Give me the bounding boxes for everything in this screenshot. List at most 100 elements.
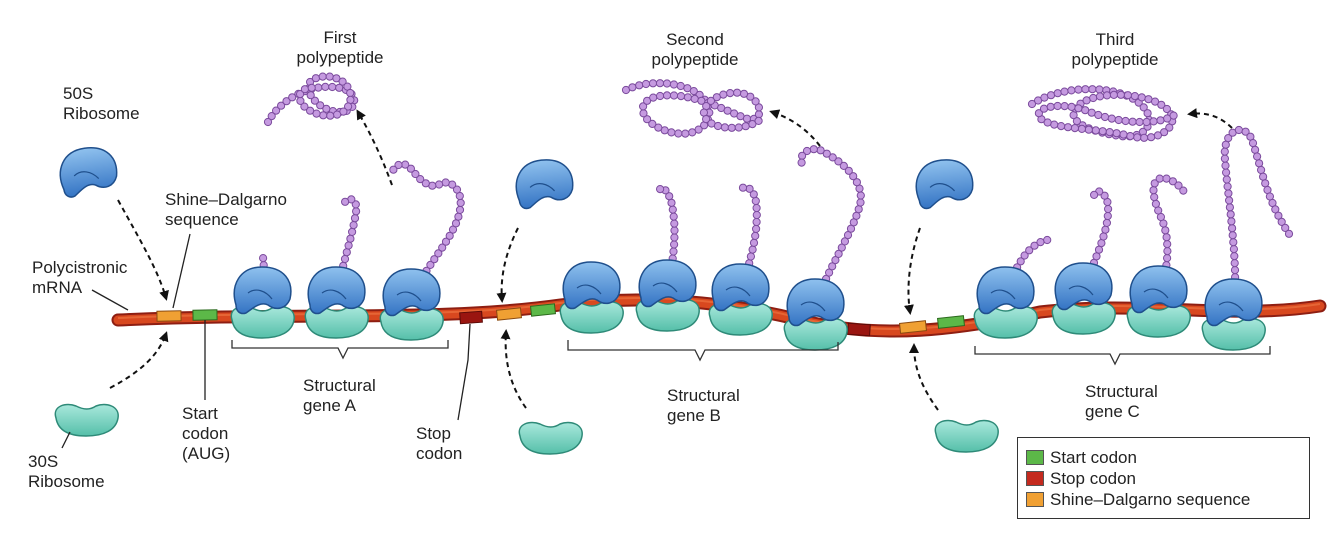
chain-c3-bead bbox=[1163, 254, 1172, 263]
tangle-first-bead bbox=[288, 93, 297, 102]
pointer-shine-dalgarno bbox=[172, 233, 191, 309]
start-codon-segment-b bbox=[529, 303, 557, 317]
ribosome-a3 bbox=[379, 268, 444, 341]
chain-c3-bead bbox=[1161, 226, 1170, 235]
tangle-third-bead bbox=[1084, 125, 1093, 134]
chain-c3-bead bbox=[1151, 199, 1161, 208]
tangle-first-bead bbox=[311, 74, 320, 83]
tangle-third-bead bbox=[1137, 93, 1146, 102]
tangle-second-bead bbox=[720, 123, 730, 132]
legend-swatch-shine-dalgarno bbox=[1026, 492, 1044, 507]
tangle-third-bead bbox=[1105, 128, 1114, 137]
tangle-second-bead bbox=[662, 91, 672, 100]
tangle-second-bead bbox=[649, 93, 658, 102]
pointer-stop-codon bbox=[457, 323, 471, 421]
label-first-polypeptide: First polypeptide bbox=[296, 28, 384, 67]
tangle-second-bead bbox=[639, 109, 648, 118]
tangle-second-bead bbox=[655, 79, 665, 88]
gene-brackets bbox=[231, 340, 1271, 366]
tangle-third-bead bbox=[1149, 117, 1158, 126]
tangle-second-bead bbox=[748, 120, 757, 129]
tangle-third-bead bbox=[1119, 130, 1128, 139]
shine-dalgarno-segment-c bbox=[898, 320, 928, 334]
arrow-release-second bbox=[769, 109, 821, 147]
chain-c4-bead bbox=[1259, 172, 1268, 181]
tangle-second-bead bbox=[754, 116, 763, 126]
legend-label-start-codon: Start codon bbox=[1050, 448, 1137, 467]
tangle-first-bead bbox=[307, 83, 316, 92]
chain-c2-bead bbox=[1099, 232, 1108, 241]
chain-b4-bead bbox=[831, 256, 840, 265]
chain-c4-bead bbox=[1229, 238, 1238, 247]
arrow-50s-to-mrna-c bbox=[903, 227, 921, 315]
tangle-second-bead bbox=[727, 123, 736, 132]
chain-c2-bead bbox=[1104, 204, 1113, 214]
pointer-lines bbox=[61, 233, 471, 449]
tangle-third-bead bbox=[1046, 91, 1056, 100]
tangle-third-bead bbox=[1043, 118, 1052, 127]
chain-c2-bead bbox=[1103, 211, 1112, 221]
tangle-third-bead bbox=[1157, 100, 1166, 109]
tangle-first-bead bbox=[333, 110, 342, 119]
legend-label-stop-codon: Stop codon bbox=[1050, 469, 1137, 488]
chain-c4-bead bbox=[1220, 154, 1230, 163]
tangle-second-bead bbox=[674, 129, 683, 138]
tangle-first-bead bbox=[338, 77, 347, 86]
chain-a2-bead bbox=[351, 200, 360, 209]
pointer-polycistronic-mrna bbox=[91, 289, 129, 311]
tangle-third-bead bbox=[1095, 85, 1104, 94]
arrow-30s-to-mrna-c bbox=[909, 343, 939, 411]
tangle-third-bead bbox=[1094, 110, 1103, 120]
chain-c3-bead bbox=[1149, 186, 1158, 195]
chain-b3-bead bbox=[745, 184, 754, 193]
tangle-third-bead bbox=[1057, 122, 1066, 131]
chain-b4-bead bbox=[822, 149, 831, 158]
bracket-gene-c bbox=[974, 346, 1271, 366]
chain-b4-bead bbox=[840, 237, 850, 246]
chain-a3-bead bbox=[452, 185, 462, 194]
arrow-30s-to-mrna bbox=[109, 331, 169, 389]
tangle-second-bead bbox=[648, 79, 658, 88]
tangle-third-bead bbox=[1128, 117, 1137, 126]
tangle-third-bead bbox=[1074, 104, 1083, 113]
chain-c4-bead bbox=[1230, 259, 1239, 268]
tangle-second-bead bbox=[702, 115, 711, 124]
chain-c4-bead bbox=[1230, 252, 1239, 261]
tangle-third-bead bbox=[1046, 102, 1055, 111]
free-30s-subunit-left bbox=[54, 403, 119, 437]
tangle-second-bead bbox=[669, 80, 679, 89]
tangle-first-bead bbox=[310, 96, 319, 105]
chain-c4-bead bbox=[1226, 210, 1235, 219]
tangle-third-bead bbox=[1067, 102, 1076, 112]
tangle-first-bead bbox=[346, 88, 355, 98]
tangle-first-bead bbox=[272, 106, 281, 115]
tangle-third-bead bbox=[1034, 109, 1044, 118]
tangle-first-bead bbox=[319, 111, 328, 120]
tangle-third-bead bbox=[1039, 104, 1049, 113]
label-structural-gene-a: Structural gene A bbox=[303, 376, 376, 415]
tangle-second-bead bbox=[641, 79, 651, 89]
chain-b2-bead bbox=[668, 205, 677, 214]
chain-a3-bead bbox=[455, 205, 465, 214]
chain-c4-bead bbox=[1274, 211, 1283, 220]
chain-c3-bead bbox=[1155, 174, 1164, 183]
chain-a3-bead bbox=[434, 249, 443, 258]
tangle-second-bead bbox=[628, 83, 637, 92]
tangle-third-bead bbox=[1109, 90, 1119, 100]
chain-a3-bead bbox=[438, 243, 447, 252]
chain-c4-bead bbox=[1241, 127, 1250, 136]
ribosome-c2 bbox=[1051, 262, 1116, 335]
chain-c3-bead bbox=[1174, 181, 1183, 190]
tangle-second-bead bbox=[643, 115, 652, 124]
chain-c2-bead bbox=[1101, 225, 1110, 234]
tangle-second-bead bbox=[706, 96, 716, 106]
tangle-third-bead bbox=[1153, 131, 1163, 140]
chain-b4-bead bbox=[844, 166, 853, 175]
tangle-second-bead bbox=[713, 121, 723, 131]
tangle-first-bead bbox=[316, 101, 325, 110]
chain-a3-bead bbox=[430, 255, 439, 264]
free-30s-subunit-mid-b bbox=[518, 421, 583, 455]
chain-b4-bead bbox=[843, 231, 853, 240]
tangle-third-bead bbox=[1121, 116, 1130, 126]
chain-b4-bead bbox=[856, 198, 865, 207]
